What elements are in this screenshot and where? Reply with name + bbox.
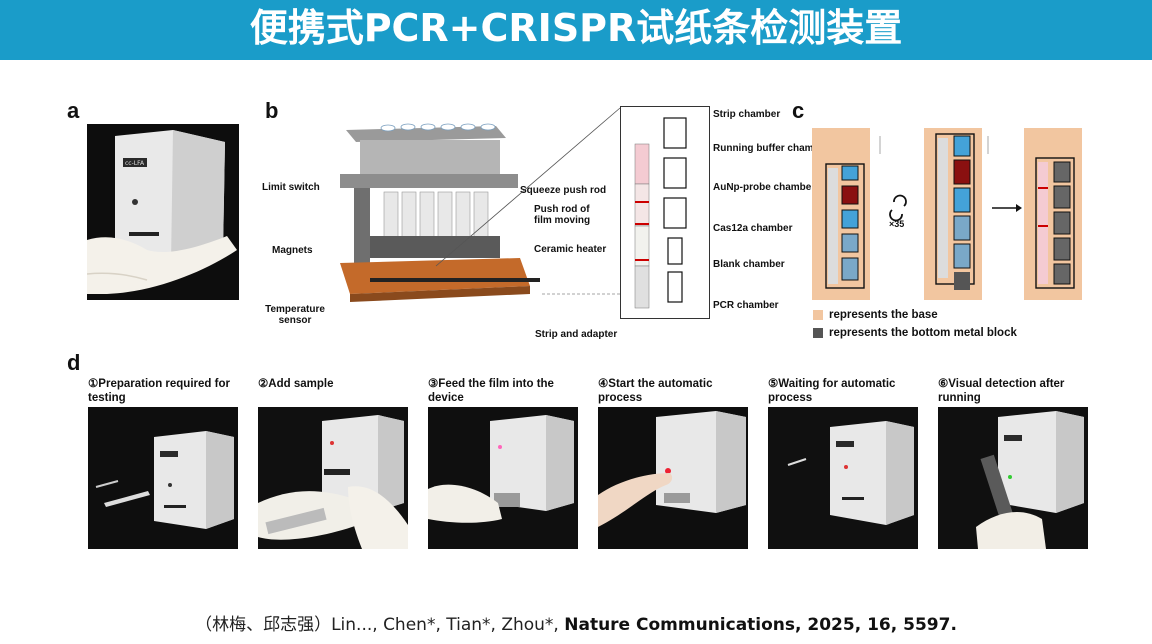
- label-strip-adapter: Strip and adapter: [535, 329, 618, 340]
- panel-c-letter: c: [792, 98, 805, 123]
- step-5-photo: [768, 407, 918, 549]
- label-temperature-sensor: Temperature sensor: [265, 304, 325, 326]
- label-push-rod-film: Push rod of film moving: [534, 204, 591, 226]
- device-photo: cc-LFA: [87, 124, 239, 300]
- device-cutaway-render: [330, 118, 540, 323]
- step-4-photo: [598, 407, 748, 549]
- legend-swatch-metal: [813, 328, 823, 338]
- label-strip-chamber: Strip chamber: [713, 109, 781, 120]
- label-aunp-probe-chamber: AuNp-probe chamber: [713, 182, 816, 193]
- step-1-caption: ①Preparation required for testing: [88, 378, 230, 404]
- panel-a-letter: a: [67, 98, 80, 123]
- panel-b-letter: b: [265, 98, 279, 123]
- title-banner: [0, 0, 1152, 60]
- step-1-photo: [88, 407, 238, 549]
- step-3-caption: ③Feed the film into the device: [428, 378, 554, 404]
- legend-base: represents the base: [813, 309, 938, 321]
- cycle-count: ×35: [889, 219, 905, 229]
- step-4-caption: ④Start the automatic process: [598, 378, 713, 404]
- step-2-photo: [258, 407, 408, 549]
- page-title: 便携式PCR+CRISPR试纸条检测装置: [249, 6, 903, 50]
- step-6-photo: [938, 407, 1088, 549]
- legend-metal-label: represents the bottom metal block: [829, 327, 1017, 339]
- label-squeeze-push-rod: Squeeze push rod: [520, 185, 607, 196]
- step-2-caption: ②Add sample: [258, 378, 334, 390]
- label-ceramic-heater: Ceramic heater: [534, 244, 607, 255]
- step-6-caption: ⑥Visual detection after running: [938, 378, 1065, 404]
- label-pcr-chamber: PCR chamber: [713, 300, 779, 311]
- legend-swatch-base: [813, 310, 823, 320]
- device-label-text: cc-LFA: [125, 160, 145, 167]
- label-blank-chamber: Blank chamber: [713, 259, 785, 270]
- label-magnets: Magnets: [272, 245, 313, 256]
- legend-metal-block: represents the bottom metal block: [813, 327, 1017, 339]
- citation-authors: （林梅、邱志强）Lin..., Chen*, Tian*, Zhou*,: [195, 615, 565, 635]
- label-cas12a-chamber: Cas12a chamber: [713, 223, 793, 234]
- citation: （林梅、邱志强）Lin..., Chen*, Tian*, Zhou*, Nat…: [0, 610, 1152, 635]
- label-limit-switch: Limit switch: [262, 182, 320, 193]
- step-5-caption: ⑤Waiting for automatic process: [768, 378, 896, 404]
- label-running-buffer-chamber: Running buffer chamber: [713, 143, 830, 154]
- chamber-zoom-diagram: [620, 106, 710, 319]
- zoom-lines: [435, 107, 621, 295]
- step-3-photo: [428, 407, 578, 549]
- operation-scheme: [812, 128, 1082, 300]
- legend-base-label: represents the base: [829, 309, 938, 321]
- panel-d-letter: d: [67, 350, 81, 375]
- citation-journal: Nature Communications, 2025, 16, 5597.: [564, 615, 957, 635]
